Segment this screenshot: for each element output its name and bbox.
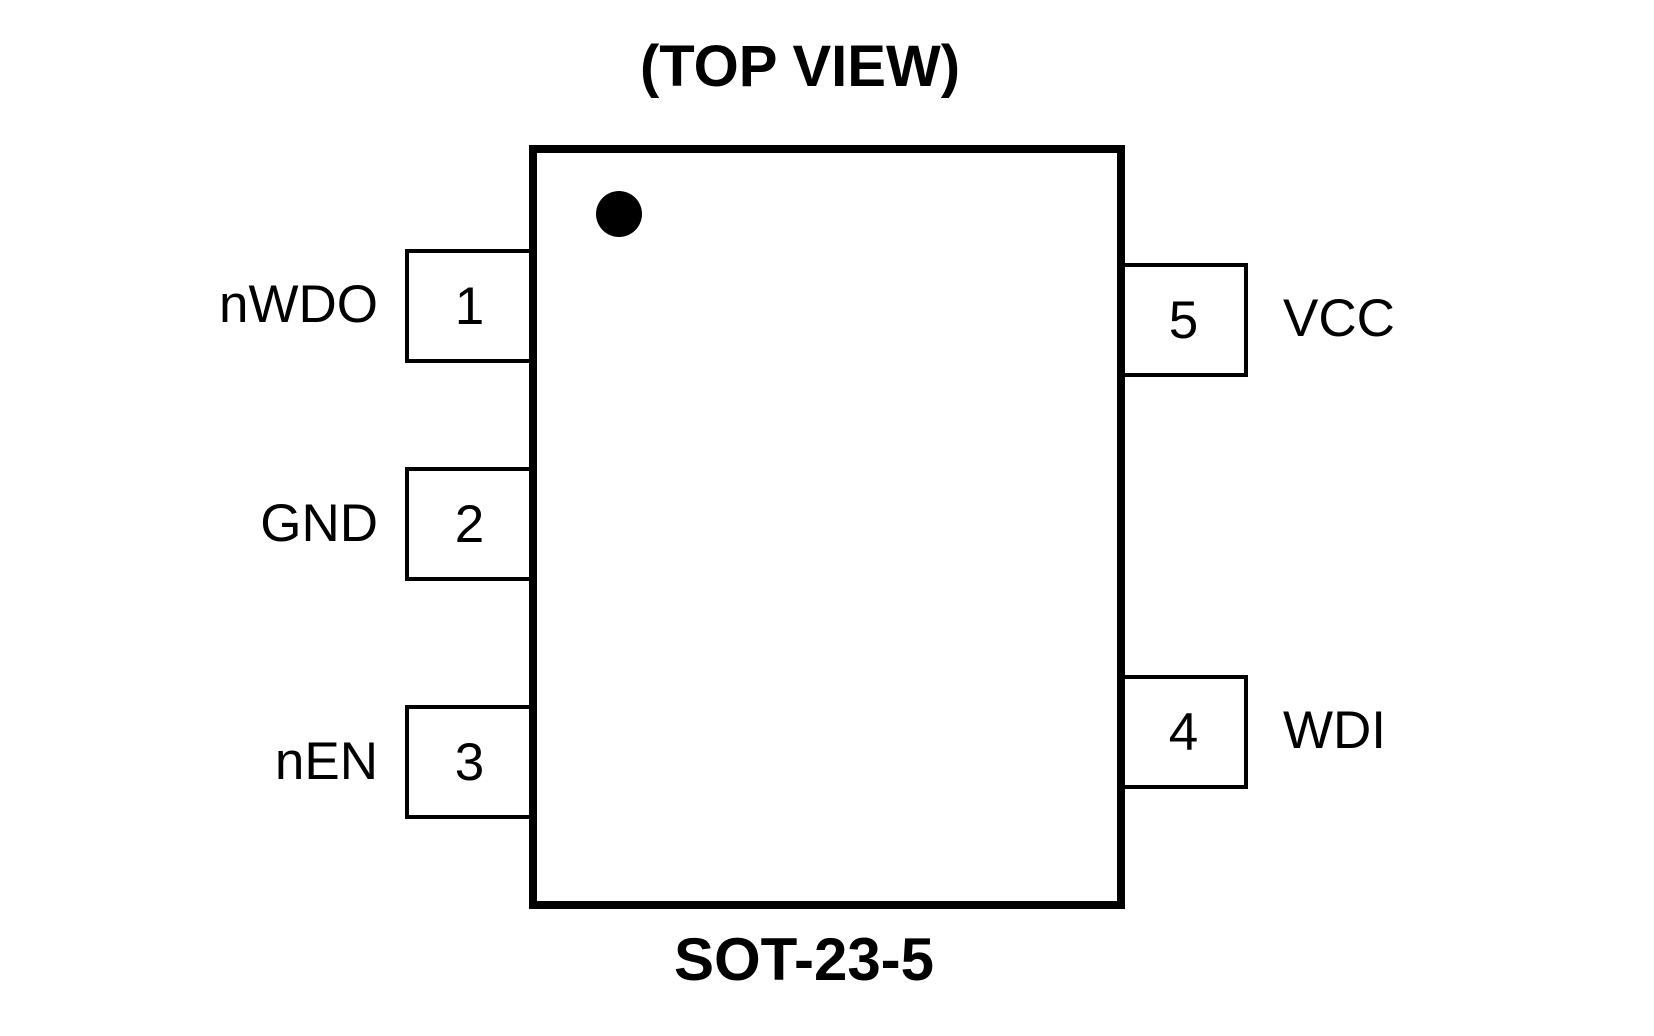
- pin-label-nen: nEN: [274, 732, 378, 791]
- pin-box-4: 4: [1119, 675, 1248, 789]
- pin-label-nwdo: nWDO: [219, 275, 378, 334]
- pin-label-gnd: GND: [260, 494, 378, 553]
- pin1-indicator-dot: [596, 191, 642, 237]
- pin-label-wdi: WDI: [1283, 701, 1387, 760]
- pin-box-2: 2: [405, 467, 534, 581]
- pin-box-5: 5: [1119, 263, 1248, 377]
- ic-package-body: [529, 145, 1125, 909]
- pin-number-2: 2: [454, 494, 485, 554]
- diagram-title: (TOP VIEW): [639, 34, 961, 99]
- package-name-caption: SOT-23-5: [673, 926, 935, 993]
- pin-box-1: 1: [405, 249, 534, 363]
- pin-label-vcc: VCC: [1283, 289, 1395, 348]
- pin-number-3: 3: [454, 732, 485, 792]
- pin-number-5: 5: [1168, 290, 1199, 350]
- pin-box-3: 3: [405, 705, 534, 819]
- pin-number-4: 4: [1168, 702, 1199, 762]
- pin-number-1: 1: [454, 276, 485, 336]
